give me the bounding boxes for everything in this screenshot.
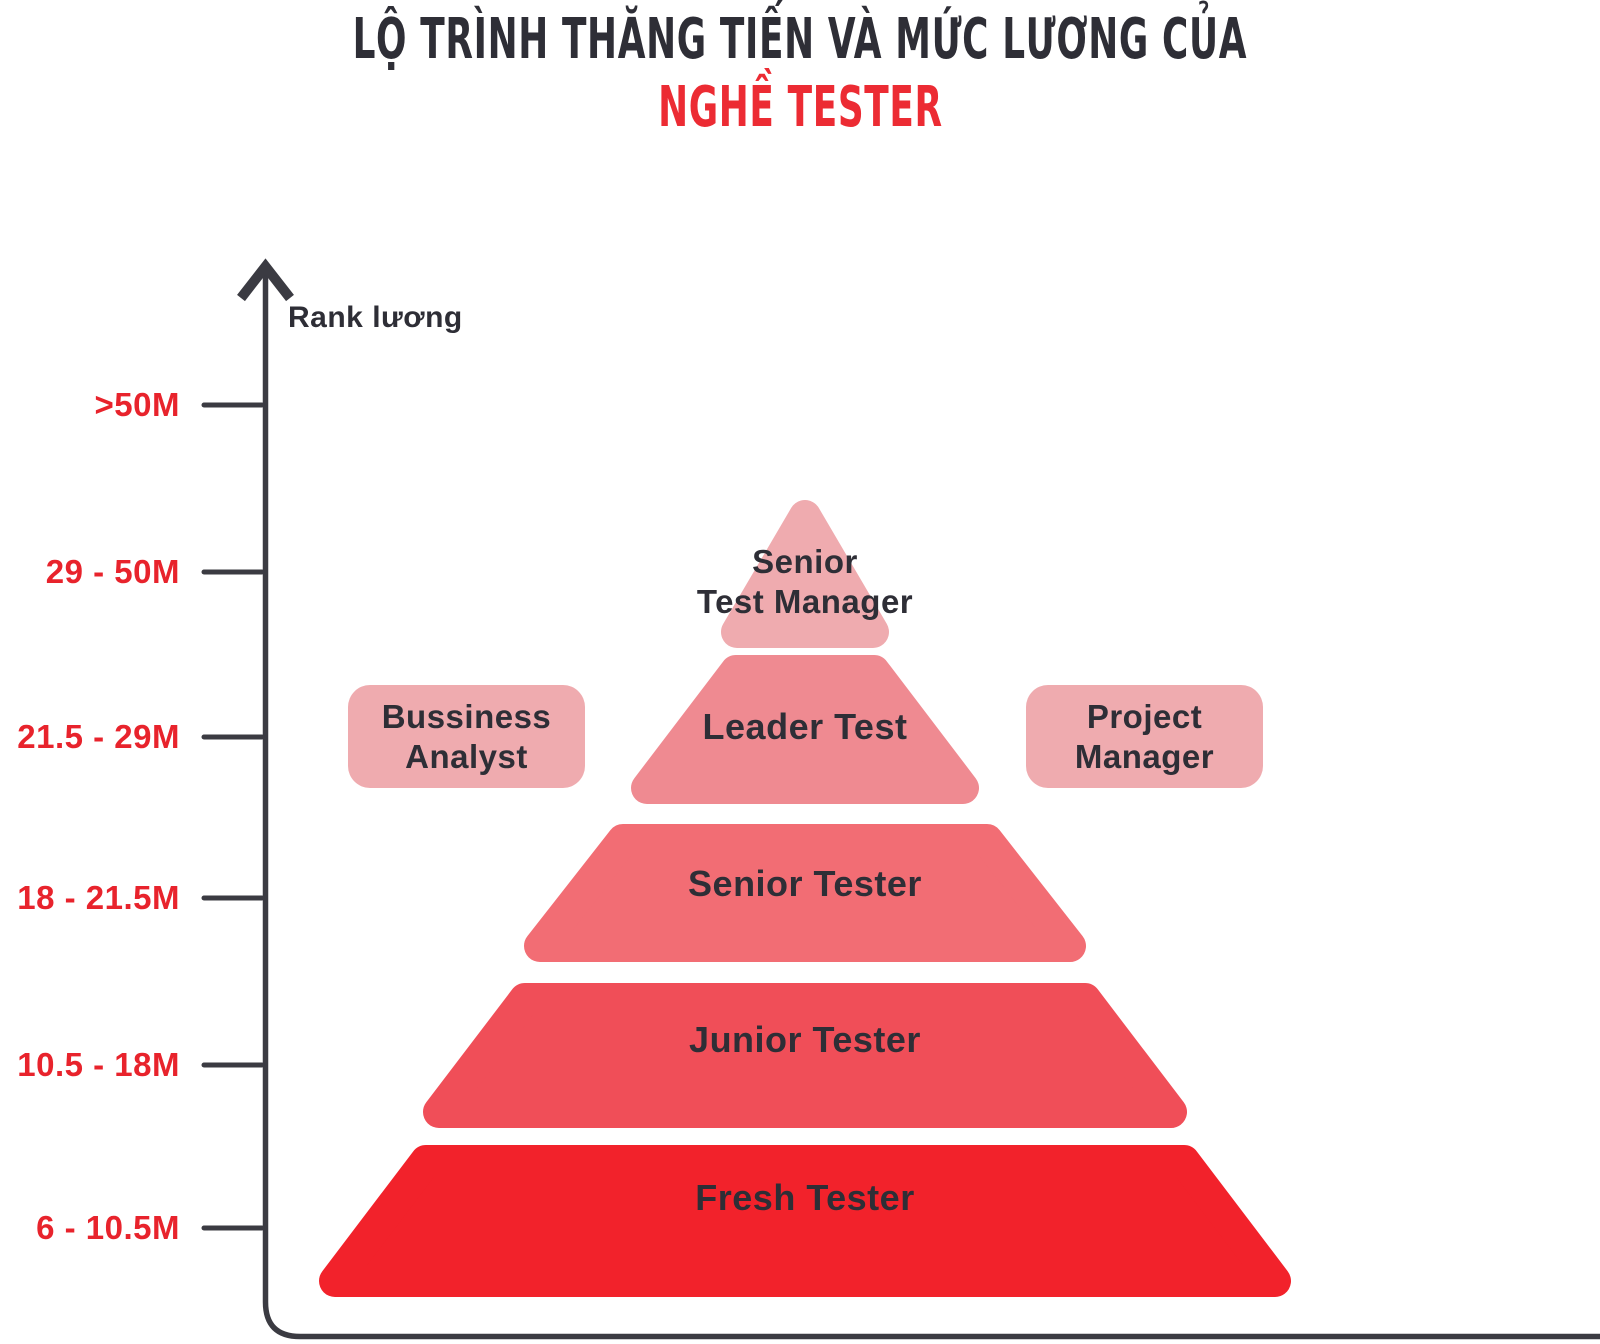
y-axis-arrow-icon	[237, 258, 294, 302]
pyramid-level-junior-tester	[423, 983, 1187, 1128]
side-box-line: Manager	[1074, 737, 1215, 775]
page-title-line1: LỘ TRÌNH THĂNG TIẾN VÀ MỨC LƯƠNG CỦA	[0, 4, 1600, 76]
tick-marks	[201, 402, 265, 1231]
pyramid	[319, 500, 1291, 1297]
level-label-junior-tester: Junior Tester	[689, 1019, 921, 1060]
pyramid-level-leader-test	[631, 655, 979, 804]
tick-label-18-21-5m: 18 - 21.5M	[17, 879, 180, 916]
tick-label-29-50m: 29 - 50M	[45, 553, 180, 590]
pyramid-level-senior-test-manager	[721, 500, 889, 648]
pyramid-level-fresh-tester	[319, 1145, 1291, 1297]
side-box-line: Bussiness	[381, 697, 552, 735]
axis-line	[262, 266, 1600, 1340]
level-label-line: Senior	[752, 543, 858, 580]
tick-label-gt50m: >50M	[94, 386, 180, 423]
tick-label-6-10-5m: 6 - 10.5M	[36, 1209, 180, 1246]
level-label-fresh-tester: Fresh Tester	[695, 1177, 915, 1218]
side-box-project-manager: Project Manager	[1026, 685, 1263, 788]
side-box-business-analyst: Bussiness Analyst	[348, 685, 585, 788]
page-title-line2: NGHỀ TESTER	[0, 72, 1600, 144]
level-label-senior-test-manager: Senior Test Manager	[405, 542, 1205, 622]
pyramid-level-senior-tester	[524, 824, 1086, 962]
page-title-line1-text: LỘ TRÌNH THĂNG TIẾN VÀ MỨC LƯƠNG CỦA	[352, 7, 1248, 72]
side-box-line: Project	[1086, 697, 1203, 735]
side-box-line: Analyst	[405, 737, 528, 775]
level-label-senior-tester: Senior Tester	[688, 863, 922, 904]
tick-label-10-5-18m: 10.5 - 18M	[17, 1046, 180, 1083]
level-label-leader-test: Leader Test	[702, 706, 908, 747]
page-title-line2-text: NGHỀ TESTER	[657, 75, 943, 140]
y-axis-title: Rank lương	[288, 301, 463, 334]
tick-label-21-5-29m: 21.5 - 29M	[17, 718, 180, 755]
level-label-line: Test Manager	[696, 583, 914, 620]
